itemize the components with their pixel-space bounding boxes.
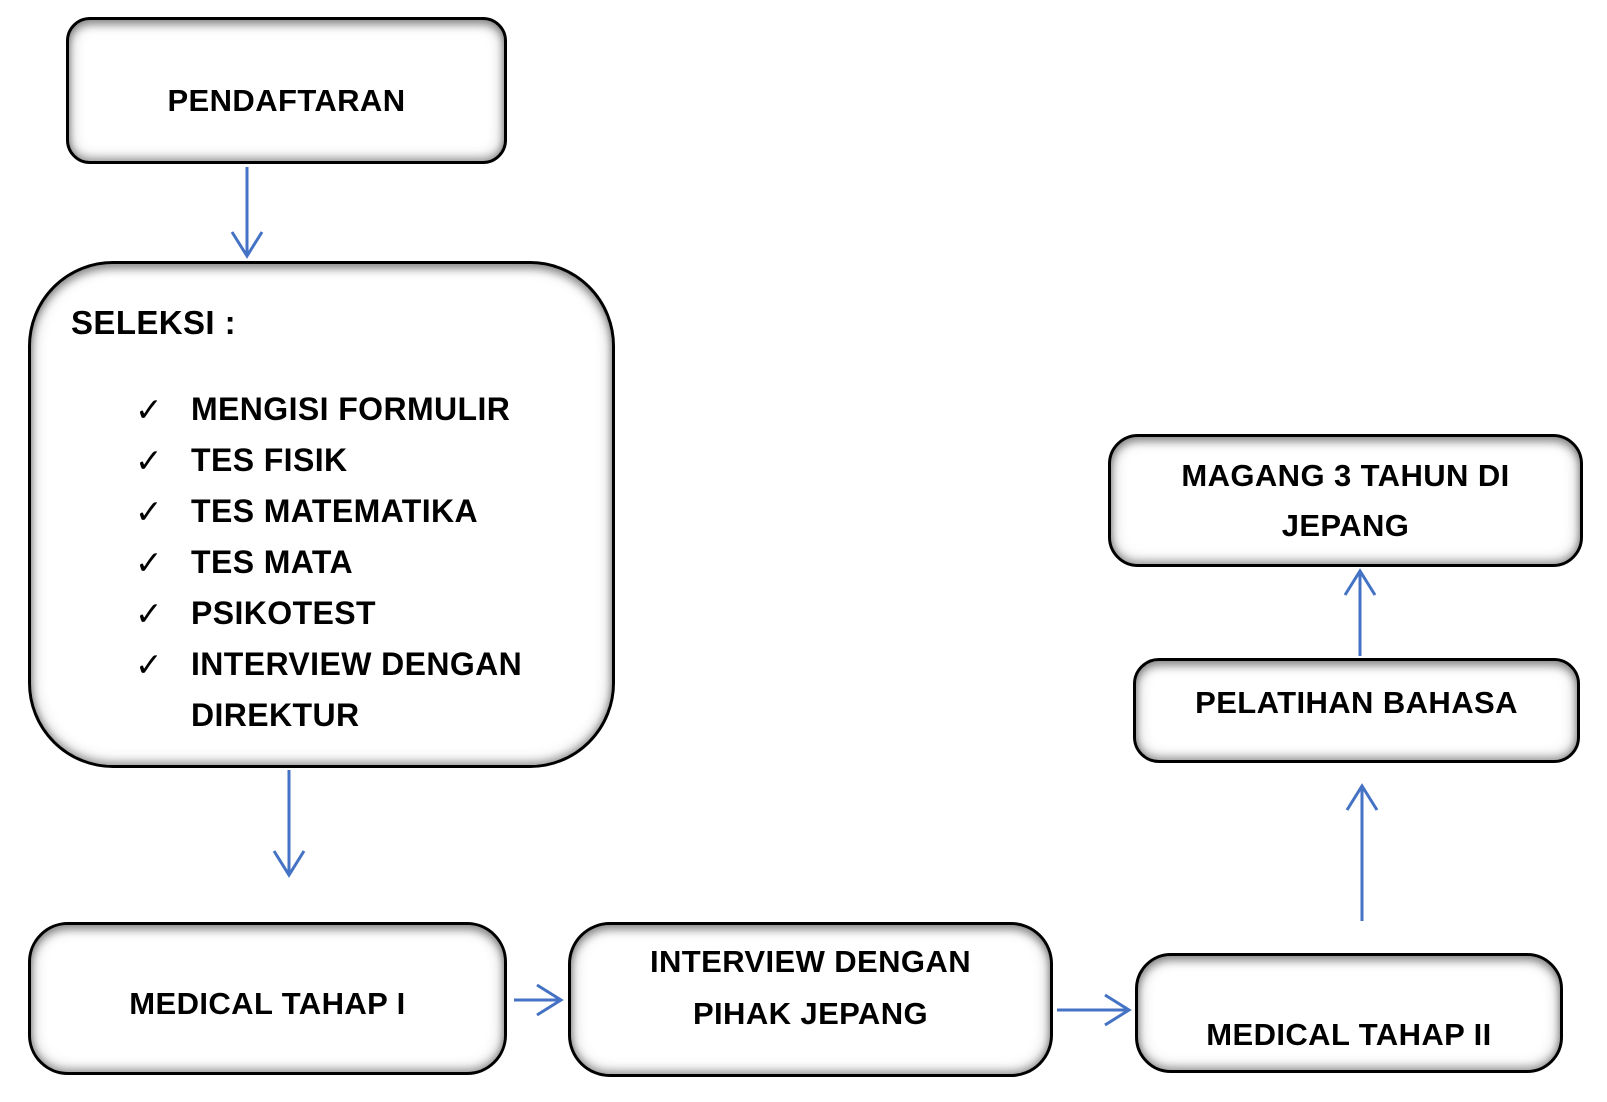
node-seleksi: SELEKSI : ✓ MENGISI FORMULIR ✓ TES FISIK…: [28, 261, 615, 768]
node-pendaftaran-label: PENDAFTARAN: [167, 82, 406, 118]
node-medical-tahap-2: MEDICAL TAHAP II: [1135, 953, 1563, 1073]
node-seleksi-heading: SELEKSI :: [71, 304, 236, 341]
list-item: ✓ INTERVIEW DENGAN DIREKTUR: [135, 639, 582, 741]
node-pendaftaran: PENDAFTARAN: [66, 17, 507, 164]
arrow-medical1-to-interview-icon: [514, 983, 564, 1017]
check-icon: ✓: [135, 391, 164, 428]
arrow-medical2-to-pelatihan-icon: [1345, 783, 1379, 921]
arrow-pelatihan-to-magang-icon: [1343, 568, 1377, 656]
check-icon: ✓: [135, 646, 164, 683]
node-medical-tahap-1: MEDICAL TAHAP I: [28, 922, 507, 1075]
list-item-label: TES MATEMATIKA: [191, 493, 479, 529]
node-medical-tahap-1-label: MEDICAL TAHAP I: [129, 985, 406, 1021]
check-icon: ✓: [135, 493, 164, 530]
list-item: ✓ PSIKOTEST: [135, 588, 582, 639]
list-item: ✓ MENGISI FORMULIR: [135, 384, 582, 435]
list-item: ✓ TES MATEMATIKA: [135, 486, 582, 537]
seleksi-check-list: ✓ MENGISI FORMULIR ✓ TES FISIK ✓ TES MAT…: [71, 384, 582, 741]
check-icon: ✓: [135, 544, 164, 581]
node-interview-pihak-jepang: INTERVIEW DENGAN PIHAK JEPANG: [568, 922, 1053, 1077]
check-icon: ✓: [135, 442, 164, 479]
check-icon: ✓: [135, 595, 164, 632]
node-magang-jepang: MAGANG 3 TAHUN DI JEPANG: [1108, 434, 1583, 567]
list-item-label: INTERVIEW DENGAN DIREKTUR: [191, 646, 523, 733]
arrow-pendaftaran-to-seleksi-icon: [230, 167, 264, 259]
arrow-interview-to-medical2-icon: [1057, 993, 1132, 1027]
list-item-label: PSIKOTEST: [191, 595, 376, 631]
node-interview-pihak-jepang-label: INTERVIEW DENGAN PIHAK JEPANG: [649, 943, 972, 1031]
list-item: ✓ TES MATA: [135, 537, 582, 588]
list-item: ✓ TES FISIK: [135, 435, 582, 486]
list-item-label: TES FISIK: [191, 442, 348, 478]
list-item-label: MENGISI FORMULIR: [191, 391, 511, 427]
list-item-label: TES MATA: [191, 544, 353, 580]
arrow-seleksi-to-medical1-icon: [272, 770, 306, 878]
node-magang-jepang-label: MAGANG 3 TAHUN DI JEPANG: [1181, 457, 1510, 543]
node-medical-tahap-2-label: MEDICAL TAHAP II: [1206, 1017, 1492, 1052]
node-pelatihan-bahasa: PELATIHAN BAHASA: [1133, 658, 1580, 763]
node-pelatihan-bahasa-label: PELATIHAN BAHASA: [1195, 684, 1518, 720]
